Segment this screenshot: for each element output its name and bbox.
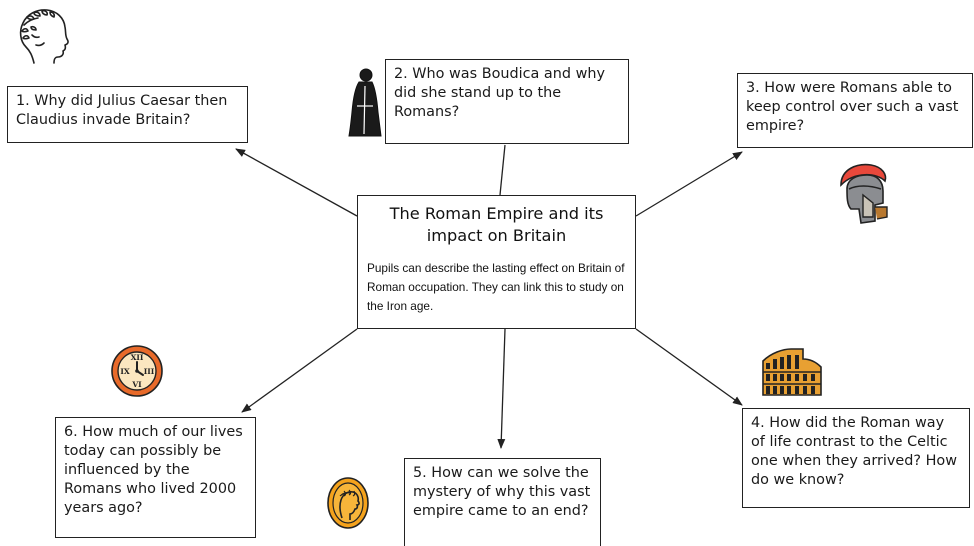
- question-box-4: 4. How did the Roman way of life contras…: [742, 408, 970, 508]
- svg-text:III: III: [144, 367, 155, 376]
- question-2-text: 2. Who was Boudica and why did she stand…: [394, 66, 605, 120]
- arrow-to-q6: [241, 328, 358, 413]
- roman-clock-icon: XII III VI IX: [111, 345, 163, 397]
- arrow-to-q3: [635, 151, 743, 217]
- roman-coin-icon: [327, 477, 369, 529]
- question-1-text: 1. Why did Julius Caesar then Claudius i…: [16, 93, 228, 128]
- svg-text:XII: XII: [131, 353, 144, 362]
- colosseum-icon: [762, 348, 822, 396]
- question-box-3: 3. How were Romans able to keep control …: [737, 73, 973, 148]
- central-topic-title: The Roman Empire and its impact on Brita…: [389, 204, 604, 245]
- svg-text:VI: VI: [131, 380, 142, 389]
- question-5-text: 5. How can we solve the mystery of why t…: [413, 465, 591, 519]
- question-box-5: 5. How can we solve the mystery of why t…: [404, 458, 601, 546]
- arrow-to-q4: [635, 328, 743, 406]
- question-3-text: 3. How were Romans able to keep control …: [746, 80, 959, 134]
- boudica-figure-icon: [348, 68, 382, 137]
- roman-helmet-icon: [840, 163, 888, 224]
- question-box-2: 2. Who was Boudica and why did she stand…: [385, 59, 629, 144]
- question-box-1: 1. Why did Julius Caesar then Claudius i…: [7, 86, 248, 143]
- question-4-text: 4. How did the Roman way of life contras…: [751, 415, 958, 488]
- question-box-6: 6. How much of our lives today can possi…: [55, 417, 256, 538]
- central-topic-description: Pupils can describe the lasting effect o…: [367, 261, 625, 313]
- laurel-head-icon: [19, 9, 69, 64]
- line-to-q2: [499, 144, 506, 196]
- svg-text:IX: IX: [120, 367, 130, 376]
- question-6-text: 6. How much of our lives today can possi…: [64, 424, 243, 516]
- arrow-to-q1: [235, 148, 358, 217]
- central-topic-box: The Roman Empire and its impact on Brita…: [357, 195, 636, 329]
- arrow-to-q5: [497, 328, 506, 449]
